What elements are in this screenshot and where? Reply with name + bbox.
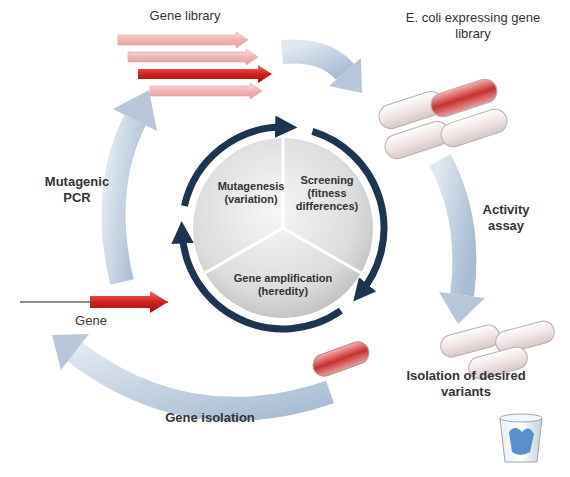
sector-divider xyxy=(283,228,361,273)
cycle-disc xyxy=(193,138,373,318)
gene-variant-arrow xyxy=(128,49,258,65)
bin-body xyxy=(500,418,542,462)
annotation-label: Mutagenic PCR xyxy=(36,174,118,206)
gene-variant-arrow xyxy=(150,83,262,99)
cycle-arrow-head xyxy=(113,90,157,131)
ecoli-cell xyxy=(382,118,452,161)
desired-cell xyxy=(310,339,372,380)
annotation-label: Activity assay xyxy=(470,202,542,234)
gene-library-arrows xyxy=(118,32,272,99)
cycle-arrow-head xyxy=(439,292,485,324)
gene-variant-arrow xyxy=(118,32,248,48)
cycle-arrow-head xyxy=(52,334,89,370)
cycle-arrow-head xyxy=(52,58,485,370)
annotation-label: Gene library xyxy=(130,8,240,24)
cycle-arrow xyxy=(75,51,464,409)
annotation-label: Gene isolation xyxy=(150,410,270,426)
cycle-arrow-body xyxy=(114,120,135,282)
cycle-sector: Screening (fitness differences) xyxy=(287,174,367,213)
dna-line xyxy=(20,301,168,302)
sector-label: Screening (fitness differences) xyxy=(287,174,367,213)
gene-variant-arrow xyxy=(138,65,272,83)
bin-contents xyxy=(509,428,534,455)
ecoli-cell xyxy=(493,319,557,356)
ecoli-cell xyxy=(438,106,510,150)
ecoli-cluster xyxy=(376,76,510,162)
annotation-label: Gene xyxy=(66,313,116,329)
cycle-arrow-head xyxy=(329,58,362,93)
cycle-sector: Mutagenesis (variation) xyxy=(212,180,290,206)
cycle-arrow-body xyxy=(440,160,464,295)
ecoli-cell xyxy=(376,88,446,131)
sector-divider xyxy=(205,228,283,273)
cycle-arrow-body xyxy=(282,51,345,72)
sector-label: Mutagenesis (variation) xyxy=(212,180,290,206)
bin-rim xyxy=(500,414,542,422)
annotation-label: Isolation of desired variants xyxy=(402,368,530,400)
trash-bin xyxy=(500,414,542,462)
ecoli-cell xyxy=(438,323,502,360)
gene-arrow xyxy=(90,291,168,313)
cycle-arc-arrow xyxy=(312,131,384,293)
annotation-label: E. coli expressing gene library xyxy=(398,10,548,42)
sector-label: Gene amplification (heredity) xyxy=(222,272,344,298)
cycle-sector: Gene amplification (heredity) xyxy=(222,272,344,298)
ecoli-cell xyxy=(428,76,500,120)
cycle-arrow-body xyxy=(75,352,330,409)
